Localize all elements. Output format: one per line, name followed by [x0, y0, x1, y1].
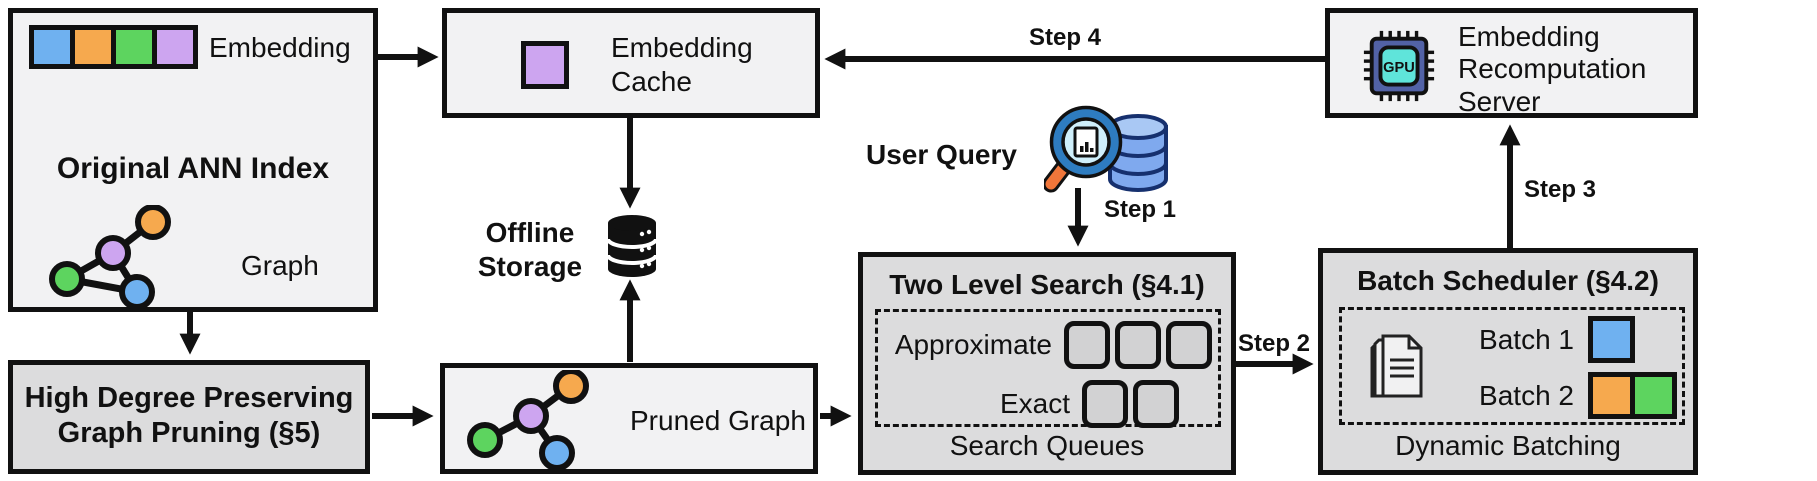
- batch-row: Batch 2: [1438, 372, 1677, 419]
- queue-row: Exact: [884, 380, 1212, 428]
- high-degree-pruning-box: High Degree Preserving Graph Pruning (§5…: [8, 360, 370, 474]
- pruned-graph-label: Pruned Graph: [630, 405, 806, 436]
- embedding-cell-orange: [75, 30, 111, 64]
- svg-text:GPU: GPU: [1383, 60, 1415, 76]
- step4-label: Step 4: [1028, 24, 1102, 51]
- pruned-graph-box: Pruned Graph: [440, 363, 818, 474]
- step2-label: Step 2: [1238, 330, 1311, 357]
- batch-scheduler-title: Batch Scheduler (§4.2): [1357, 265, 1659, 296]
- queue-slot: [1133, 380, 1179, 428]
- batch-row: Batch 1: [1438, 316, 1677, 363]
- recomputation-server-box: GPU Embedding Recomputation Server: [1325, 8, 1698, 118]
- dynamic-batching-panel: Batch 1 Batch 2: [1339, 307, 1685, 425]
- batch-group: [1588, 372, 1677, 419]
- offline-storage-label: Offline Storage: [477, 217, 583, 282]
- queue-slot: [1082, 380, 1128, 428]
- queue-slots: [1064, 321, 1212, 369]
- batch-row-label: Batch 1: [1479, 323, 1574, 355]
- queue-slot: [1115, 321, 1161, 369]
- recomputation-server-label: Embedding Recomputation Server: [1458, 21, 1647, 117]
- embedding-cell-green: [116, 30, 152, 64]
- dynamic-batching-caption: Dynamic Batching: [1395, 430, 1621, 461]
- cached-embedding-icon: [521, 41, 569, 89]
- ann-index-title: Original ANN Index: [56, 152, 330, 185]
- queue-slot: [1064, 321, 1110, 369]
- documents-icon: [1370, 334, 1423, 398]
- queue-row-label: Exact: [999, 388, 1070, 419]
- embedding-cell-purple: [157, 30, 193, 64]
- embedding-cache-label: Embedding Cache: [611, 32, 753, 97]
- step3-label: Step 3: [1524, 176, 1597, 203]
- graph-label: Graph: [241, 250, 319, 281]
- queue-slots: [1082, 380, 1179, 428]
- pruned-graph-icon: [467, 370, 589, 470]
- embedding-strip: [29, 25, 198, 69]
- queue-row-label: Approximate: [894, 329, 1052, 360]
- batch-cell-green: [1630, 377, 1672, 414]
- embedding-cache-box: Embedding Cache: [442, 8, 820, 118]
- batch-cell-orange: [1593, 377, 1630, 414]
- high-degree-pruning-title: High Degree Preserving Graph Pruning (§5…: [24, 382, 354, 449]
- batch-scheduler-box: Batch Scheduler (§4.2) Batch 1 Batch 2 Dy…: [1318, 248, 1698, 475]
- embedding-label: Embedding: [209, 32, 351, 63]
- original-ann-index-box: Embedding Original ANN Index Graph: [8, 8, 378, 312]
- search-queues-caption: Search Queues: [949, 430, 1145, 461]
- graph-icon: [49, 205, 171, 309]
- batch-rows: Batch 1 Batch 2: [1438, 316, 1677, 419]
- queue-row: Approximate: [884, 321, 1212, 369]
- gpu-icon: GPU: [1363, 30, 1435, 102]
- batch-group: [1588, 316, 1635, 363]
- user-query-icon: [1044, 105, 1168, 193]
- offline-storage-icon: [606, 215, 658, 277]
- embedding-cell-blue: [34, 30, 70, 64]
- two-level-search-title: Two Level Search (§4.1): [889, 269, 1205, 300]
- batch-cell-blue: [1593, 321, 1630, 358]
- queue-slot: [1166, 321, 1212, 369]
- batch-row-label: Batch 2: [1479, 379, 1574, 411]
- step1-label: Step 1: [1104, 196, 1177, 223]
- user-query-label: User Query: [866, 139, 1017, 170]
